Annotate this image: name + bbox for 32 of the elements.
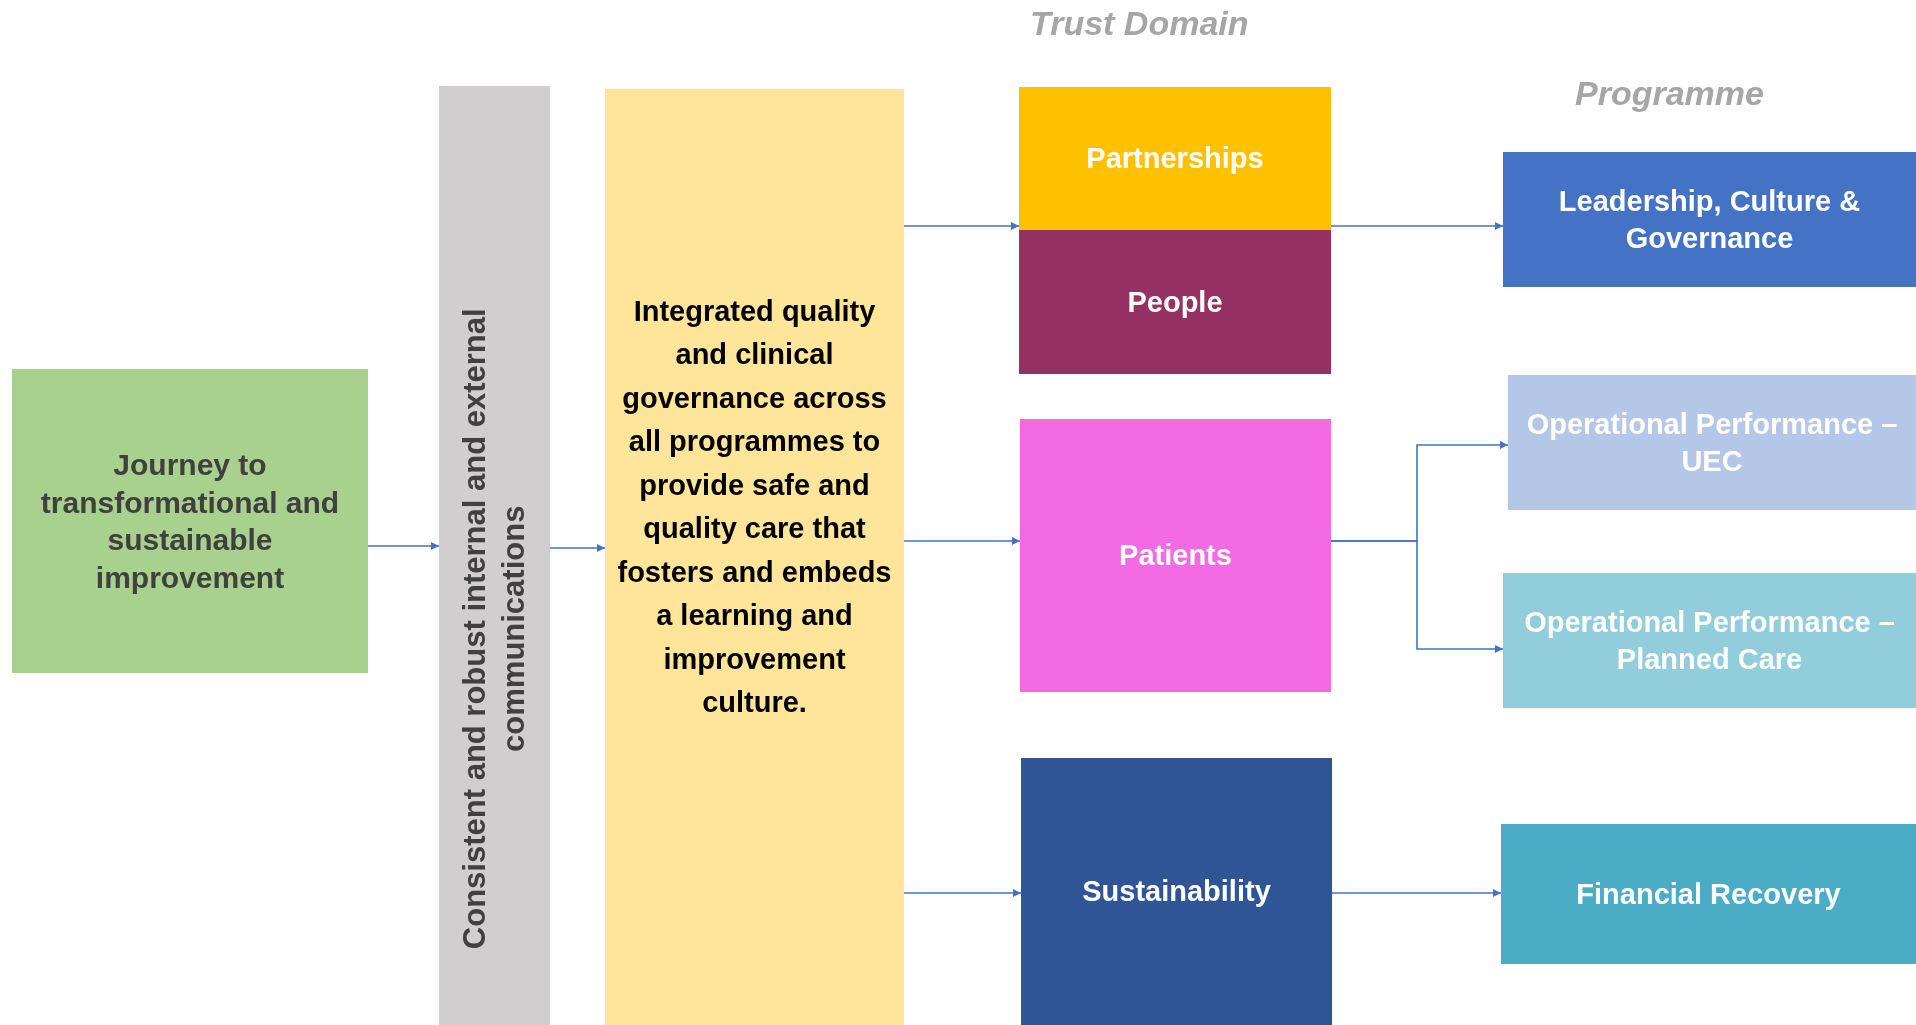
start-box [12,369,368,673]
programme-box [1503,152,1916,287]
node-text: Consistent and robust internal and external communications [455,307,532,952]
domain-box [1019,230,1331,374]
arrow [903,537,1021,545]
node-text: Patients [1119,538,1232,574]
domain-box [1019,87,1331,230]
arrow [903,222,1020,230]
node-text: Partnerships [1086,141,1264,177]
node-text: Leadership, Culture & Governance [1557,184,1862,256]
node-text: Operational Performance – Planned Care [1523,605,1896,677]
column-heading: Programme [1575,74,1764,113]
arrow [1331,889,1502,897]
arrow [549,544,606,552]
programme-box [1508,375,1916,510]
arrow [903,889,1022,897]
node-text: Integrated quality and clinical governance across all programmes to provide safe and quality care that fosters and embeds a learning and improvement culture. [616,293,893,720]
node-text: Sustainability [1082,874,1271,910]
domain-box [1021,758,1332,1025]
governance-column [605,89,904,1025]
node-text: Journey to transformational and sustainable improvement [39,447,341,596]
domain-box [1020,419,1331,692]
programme-box [1501,824,1916,964]
arrow [367,542,440,550]
node-text: Operational Performance – UEC [1525,407,1899,479]
node-text: People [1127,284,1223,320]
arrow [1330,222,1504,230]
node-text: Financial Recovery [1576,876,1841,912]
arrow [1330,540,1504,653]
programme-box [1503,573,1916,708]
communications-bar [439,86,550,1025]
column-heading: Trust Domain [1030,4,1249,43]
